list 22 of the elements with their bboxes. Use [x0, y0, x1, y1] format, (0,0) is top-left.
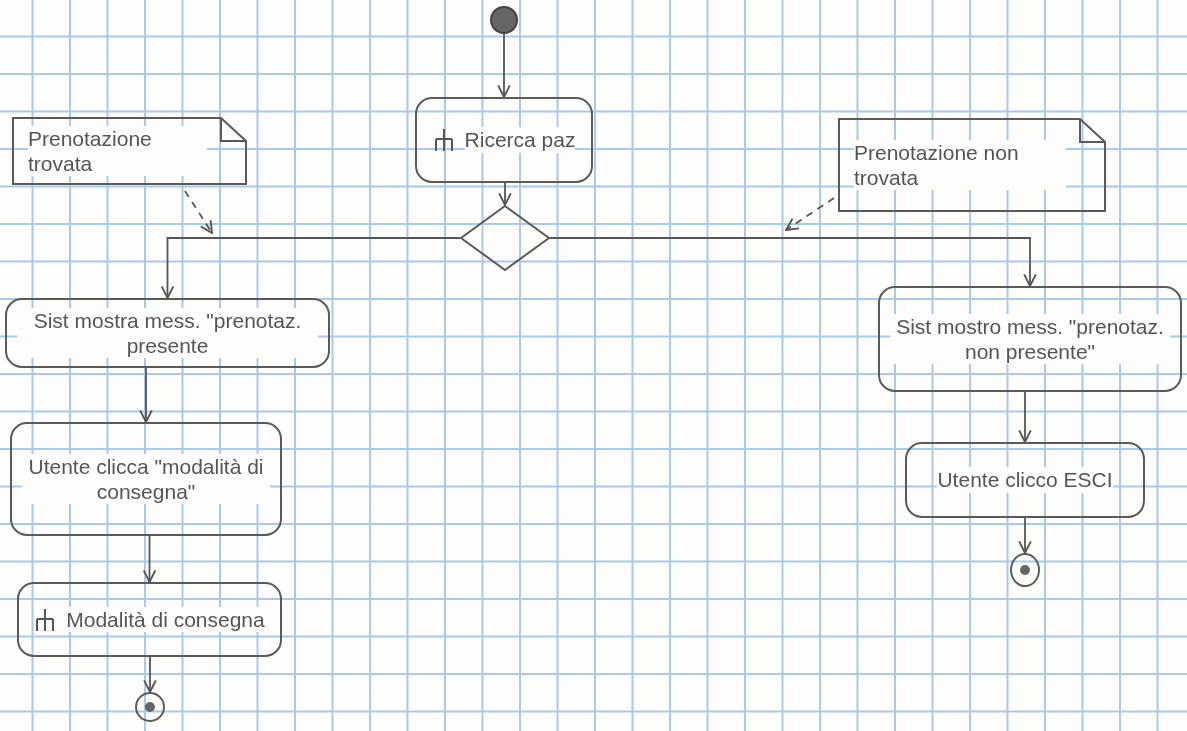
start-node: [490, 6, 518, 34]
end-node: [135, 692, 165, 722]
arrow: [497, 33, 511, 98]
arrow: [549, 237, 1037, 287]
action-text: Modalità di consegna: [66, 606, 265, 633]
action-text: Sist mostro mess. "prenotaz. non presente": [890, 313, 1170, 365]
note-text: Prenotazione non trovata: [854, 139, 1066, 191]
arrow: [498, 182, 512, 206]
arrow: [143, 656, 157, 693]
action-text: Sist mostra mess. "prenotaz. presente: [17, 307, 318, 359]
decision-diamond: [460, 205, 550, 271]
arrow: [1018, 391, 1032, 443]
arrow: [1018, 517, 1032, 554]
arrow: [139, 367, 153, 423]
action-text: Ricerca paz: [464, 127, 576, 153]
note-text: Prenotazione trovata: [28, 125, 207, 177]
arrow: [142, 535, 157, 583]
end-node: [1010, 553, 1040, 587]
dashed-arrow: [184, 190, 213, 234]
action-text: Utente clicco ESCI: [937, 467, 1113, 493]
arrow: [160, 237, 461, 299]
action-text: Utente clicca "modalità di consegna": [22, 453, 270, 505]
